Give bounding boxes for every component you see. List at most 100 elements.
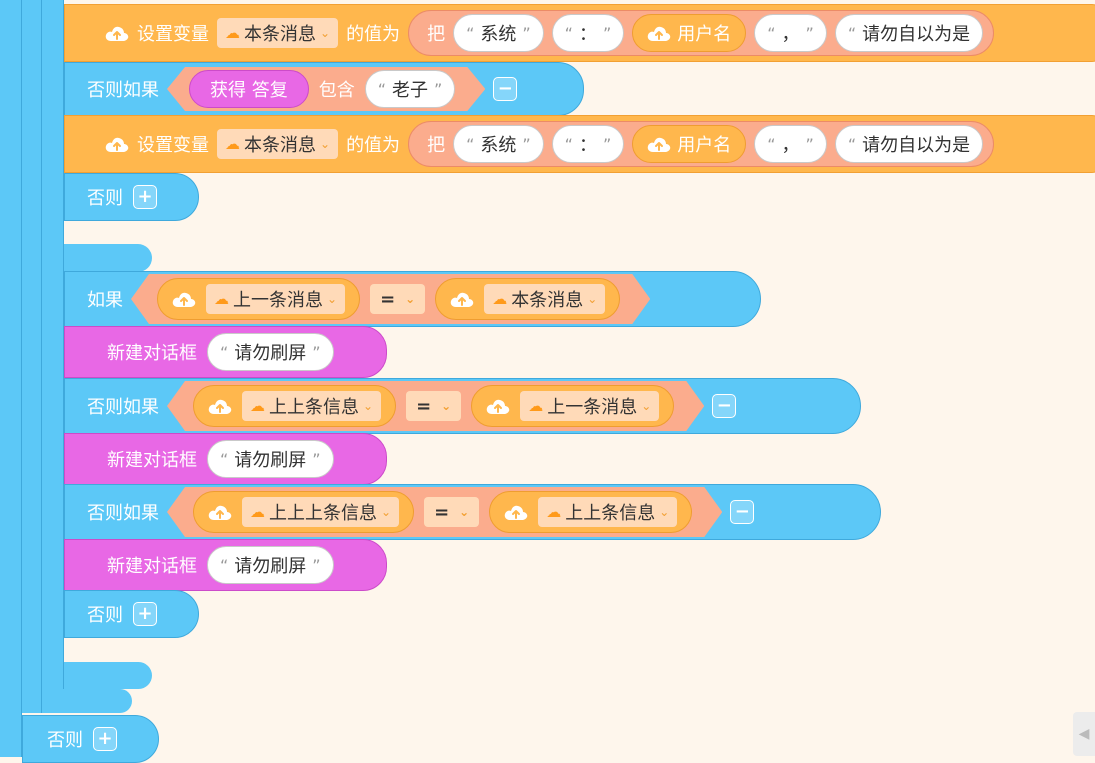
cloud-icon: ☁: [546, 503, 562, 521]
block-end-cap: [42, 689, 132, 713]
chevron-down-icon: ⌄: [641, 399, 652, 413]
cloud-upload-icon: [105, 24, 129, 42]
condition-slot[interactable]: 获得 答复 包含 “老子”: [167, 67, 485, 111]
variable-dropdown[interactable]: ☁本条消息⌄: [217, 18, 339, 48]
else-if-label: 否则如果: [87, 503, 159, 524]
set-variable-label: 设置变量: [137, 135, 209, 156]
plus-icon[interactable]: +: [133, 602, 157, 626]
new-dialog-label: 新建对话框: [107, 343, 197, 364]
new-dialog-label: 新建对话框: [107, 556, 197, 577]
minus-icon[interactable]: −: [493, 77, 518, 101]
cloud-icon: ☁: [250, 503, 265, 521]
text-input[interactable]: “，”: [754, 125, 827, 163]
username-reporter[interactable]: 用户名: [632, 14, 747, 52]
variable-dropdown[interactable]: ☁本条消息⌄: [484, 284, 605, 314]
minus-icon[interactable]: −: [712, 394, 737, 418]
if-block[interactable]: 如果 ☁上一条消息⌄ =⌄ ☁本条消息⌄: [64, 271, 761, 327]
username-reporter[interactable]: 用户名: [632, 125, 747, 163]
else-block[interactable]: 否则 +: [64, 173, 199, 221]
variable-dropdown[interactable]: ☁上一条消息⌄: [520, 391, 659, 421]
text-input[interactable]: “系统”: [453, 14, 544, 52]
else-if-block[interactable]: 否则如果 获得 答复 包含 “老子” −: [64, 62, 584, 116]
else-label: 否则: [87, 605, 123, 626]
variable-reporter[interactable]: ☁上上条信息⌄: [489, 491, 692, 533]
else-if-block[interactable]: 否则如果 ☁上上条信息⌄ =⌄ ☁上一条消息⌄ −: [64, 378, 861, 434]
chevron-down-icon: ⌄: [441, 399, 452, 413]
block-end-cap: [64, 662, 152, 689]
block-end-cap: [64, 244, 152, 272]
variable-reporter[interactable]: ☁上上上条信息⌄: [193, 491, 414, 533]
chevron-down-icon: ⌄: [405, 292, 416, 306]
operator-dropdown[interactable]: =⌄: [370, 284, 425, 314]
condition-slot[interactable]: ☁上一条消息⌄ =⌄ ☁本条消息⌄: [131, 274, 650, 324]
get-answer-reporter[interactable]: 获得 答复: [189, 70, 309, 108]
cloud-icon: ☁: [225, 24, 240, 42]
condition-slot[interactable]: ☁上上上条信息⌄ =⌄ ☁上上条信息⌄: [167, 487, 722, 537]
operator-dropdown[interactable]: =⌄: [424, 497, 479, 527]
chevron-down-icon: ⌄: [587, 292, 598, 306]
chevron-down-icon: ⌄: [659, 505, 670, 519]
collapse-scroll-button[interactable]: ◀: [1073, 712, 1095, 756]
outer-control-strip: [0, 0, 22, 757]
set-variable-block[interactable]: 设置变量 ☁本条消息⌄ 的值为 把 “系统” “：” 用户名 “，” “请勿自以…: [64, 115, 1095, 173]
variable-reporter[interactable]: ☁本条消息⌄: [435, 278, 620, 320]
chevron-down-icon: ⌄: [320, 137, 331, 151]
cloud-upload-icon: [647, 24, 671, 42]
text-input[interactable]: “请勿刷屏”: [207, 440, 334, 478]
variable-dropdown[interactable]: ☁上上条信息⌄: [242, 391, 381, 421]
text-input[interactable]: “，”: [754, 14, 827, 52]
cloud-upload-icon: [486, 397, 510, 415]
variable-reporter[interactable]: ☁上一条消息⌄: [471, 385, 674, 427]
inner-control-strip: [42, 0, 64, 272]
text-input[interactable]: “：”: [551, 14, 625, 52]
join-block[interactable]: 把 “系统” “：” 用户名 “，” “请勿自以为是: [408, 10, 995, 56]
new-dialog-block[interactable]: 新建对话框 “请勿刷屏”: [64, 326, 387, 378]
cloud-upload-icon: [504, 503, 528, 521]
cloud-upload-icon: [450, 290, 474, 308]
chevron-down-icon: ⌄: [320, 26, 331, 40]
mid-control-strip: [22, 0, 42, 713]
cloud-icon: ☁: [528, 397, 544, 415]
join-label: 把: [427, 24, 446, 45]
contains-label: 包含: [318, 80, 355, 101]
variable-reporter[interactable]: ☁上一条消息⌄: [157, 278, 360, 320]
condition-slot[interactable]: ☁上上条信息⌄ =⌄ ☁上一条消息⌄: [167, 381, 704, 431]
value-label: 的值为: [346, 135, 401, 156]
else-if-label: 否则如果: [87, 397, 159, 418]
variable-dropdown[interactable]: ☁上上上条信息⌄: [242, 497, 399, 527]
chevron-left-icon: ◀: [1078, 726, 1090, 742]
new-dialog-block[interactable]: 新建对话框 “请勿刷屏”: [64, 539, 387, 591]
chevron-down-icon: ⌄: [459, 505, 470, 519]
variable-dropdown[interactable]: ☁本条消息⌄: [217, 129, 339, 159]
plus-icon[interactable]: +: [133, 185, 157, 209]
operator-dropdown[interactable]: =⌄: [406, 391, 461, 421]
cloud-icon: ☁: [214, 290, 229, 308]
new-dialog-label: 新建对话框: [107, 450, 197, 471]
set-variable-block[interactable]: 设置变量 ☁本条消息⌄ 的值为 把 “系统” “：” 用户名 “，” “请勿自以…: [64, 4, 1095, 62]
minus-icon[interactable]: −: [730, 500, 755, 524]
else-if-block[interactable]: 否则如果 ☁上上上条信息⌄ =⌄ ☁上上条信息⌄ −: [64, 484, 881, 540]
cloud-upload-icon: [208, 503, 232, 521]
variable-dropdown[interactable]: ☁上上条信息⌄: [538, 497, 677, 527]
chevron-down-icon: ⌄: [363, 399, 374, 413]
text-input[interactable]: “：”: [551, 125, 625, 163]
chevron-down-icon: ⌄: [327, 292, 338, 306]
set-variable-label: 设置变量: [137, 24, 209, 45]
else-block[interactable]: 否则 +: [22, 715, 159, 763]
else-label: 否则: [87, 188, 123, 209]
cloud-upload-icon: [208, 397, 232, 415]
new-dialog-block[interactable]: 新建对话框 “请勿刷屏”: [64, 433, 387, 485]
variable-dropdown[interactable]: ☁上一条消息⌄: [206, 284, 345, 314]
join-block[interactable]: 把 “系统” “：” 用户名 “，” “请勿自以为是: [408, 121, 995, 167]
text-input[interactable]: “系统”: [453, 125, 544, 163]
join-label: 把: [427, 135, 446, 156]
text-input[interactable]: “请勿自以为是: [834, 14, 984, 52]
text-input[interactable]: “请勿刷屏”: [207, 546, 334, 584]
text-input[interactable]: “请勿自以为是: [834, 125, 984, 163]
text-input[interactable]: “老子”: [365, 70, 456, 108]
chevron-down-icon: ⌄: [381, 505, 392, 519]
text-input[interactable]: “请勿刷屏”: [207, 333, 334, 371]
variable-reporter[interactable]: ☁上上条信息⌄: [193, 385, 396, 427]
else-block[interactable]: 否则 +: [64, 590, 199, 638]
plus-icon[interactable]: +: [93, 727, 117, 751]
